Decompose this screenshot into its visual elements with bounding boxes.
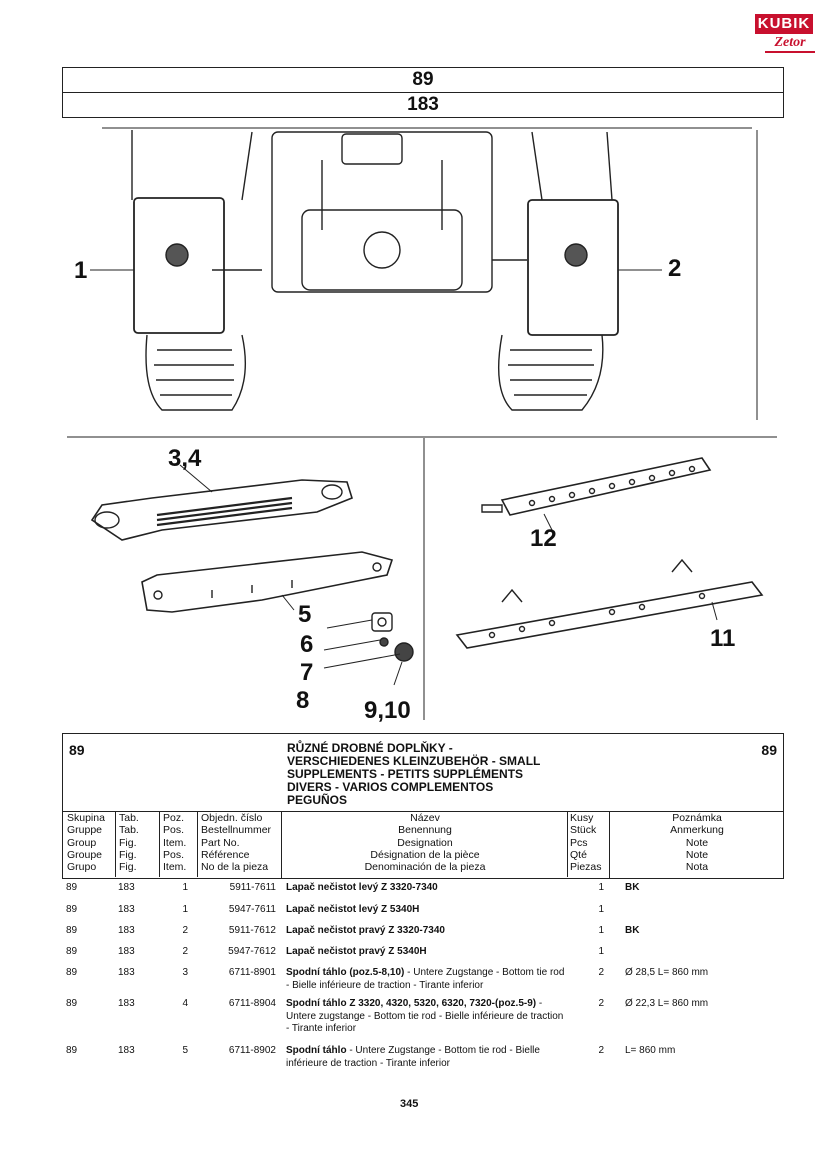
left-tyre: [145, 334, 247, 411]
callout-11: 11: [710, 625, 736, 652]
part-5-drawing: [141, 551, 394, 613]
callout-3-4: 3,4: [168, 445, 202, 472]
column-tab: Tab. Tab. Fig. Fig. Fig.: [115, 811, 159, 877]
logo-zetor-text: Zetor: [765, 35, 815, 53]
group-number-header: 89: [62, 67, 784, 93]
part-name: Spodní táhlo Z 3320, 4320, 5320, 6320, 7…: [286, 998, 564, 1034]
logo-kubik-text: KUBIK: [755, 14, 813, 34]
part-6-10-drawing: [323, 612, 414, 686]
section-title-line: SUPPLEMENTS - PETITS SUPPLÉMENTS: [287, 767, 524, 781]
callout-1: 1: [74, 257, 88, 284]
section-group-right: 89: [761, 742, 777, 758]
right-mudguard: [527, 199, 619, 336]
callout-5: 5: [298, 601, 312, 628]
section-title-line: DIVERS - VARIOS COMPLEMENTOS: [287, 780, 494, 794]
part-name: Lapač nečistot pravý Z 5340H: [286, 946, 427, 957]
column-objedn: Objedn. číslo Bestellnummer Part No. Réf…: [197, 811, 281, 877]
page-number: 345: [400, 1098, 419, 1110]
table-number-header: 183: [62, 92, 784, 118]
callout-6: 6: [300, 631, 314, 658]
right-mudguard-bolt: [564, 243, 588, 267]
column-poz: Poz. Pos. Item. Pos. Item.: [159, 811, 197, 877]
column-poznamka: Poznámka Anmerkung Note Note Nota: [609, 811, 784, 878]
tractor-rear-drawing: [90, 130, 662, 411]
left-mudguard-bolt: [165, 243, 189, 267]
section-title-line: PEGUÑOS: [287, 793, 348, 807]
section-title-line: RŮZNÉ DROBNÉ DOPLŇKY -: [287, 741, 453, 755]
part-name: Spodní táhlo - Untere Zugstange - Bottom…: [286, 1045, 540, 1069]
kubik-zetor-logo: KUBIK Zetor: [755, 14, 815, 54]
column-skupina: Skupina Gruppe Group Groupe Grupo: [63, 811, 115, 877]
part-12-drawing: [481, 457, 712, 531]
part-name: Lapač nečistot levý Z 5340H: [286, 904, 420, 915]
callout-7: 7: [300, 659, 314, 686]
section-title: RŮZNÉ DROBNÉ DOPLŇKY - VERSCHIEDENES KLE…: [287, 742, 587, 807]
column-kusy: Kusy Stück Pcs Qté Piezas: [567, 811, 609, 877]
part-name: Lapač nečistot pravý Z 3320-7340: [286, 925, 445, 936]
parts-table-header: 89 89 RŮZNÉ DROBNÉ DOPLŇKY - VERSCHIEDEN…: [62, 733, 784, 879]
part-3-4-drawing: [90, 464, 353, 541]
right-tyre: [498, 334, 604, 411]
part-name: Spodní táhlo (poz.5-8,10) - Untere Zugst…: [286, 967, 565, 991]
part-11-drawing: [455, 558, 764, 649]
section-title-line: VERSCHIEDENES KLEINZUBEHÖR - SMALL: [287, 754, 541, 768]
callout-2: 2: [668, 255, 682, 282]
parts-drawing-svg: [67, 127, 777, 720]
part-name: Lapač nečistot levý Z 3320-7340: [286, 882, 438, 893]
callout-9-10: 9,10: [364, 697, 411, 724]
column-nazev: Název Benennung Designation Désignation …: [281, 811, 568, 878]
callout-8: 8: [296, 687, 310, 714]
left-mudguard: [133, 197, 225, 334]
section-group-left: 89: [69, 742, 85, 758]
parts-illustration: 1 2 3,4 5 6 7 8 9,10 11 12: [62, 120, 782, 730]
callout-12: 12: [530, 525, 557, 552]
